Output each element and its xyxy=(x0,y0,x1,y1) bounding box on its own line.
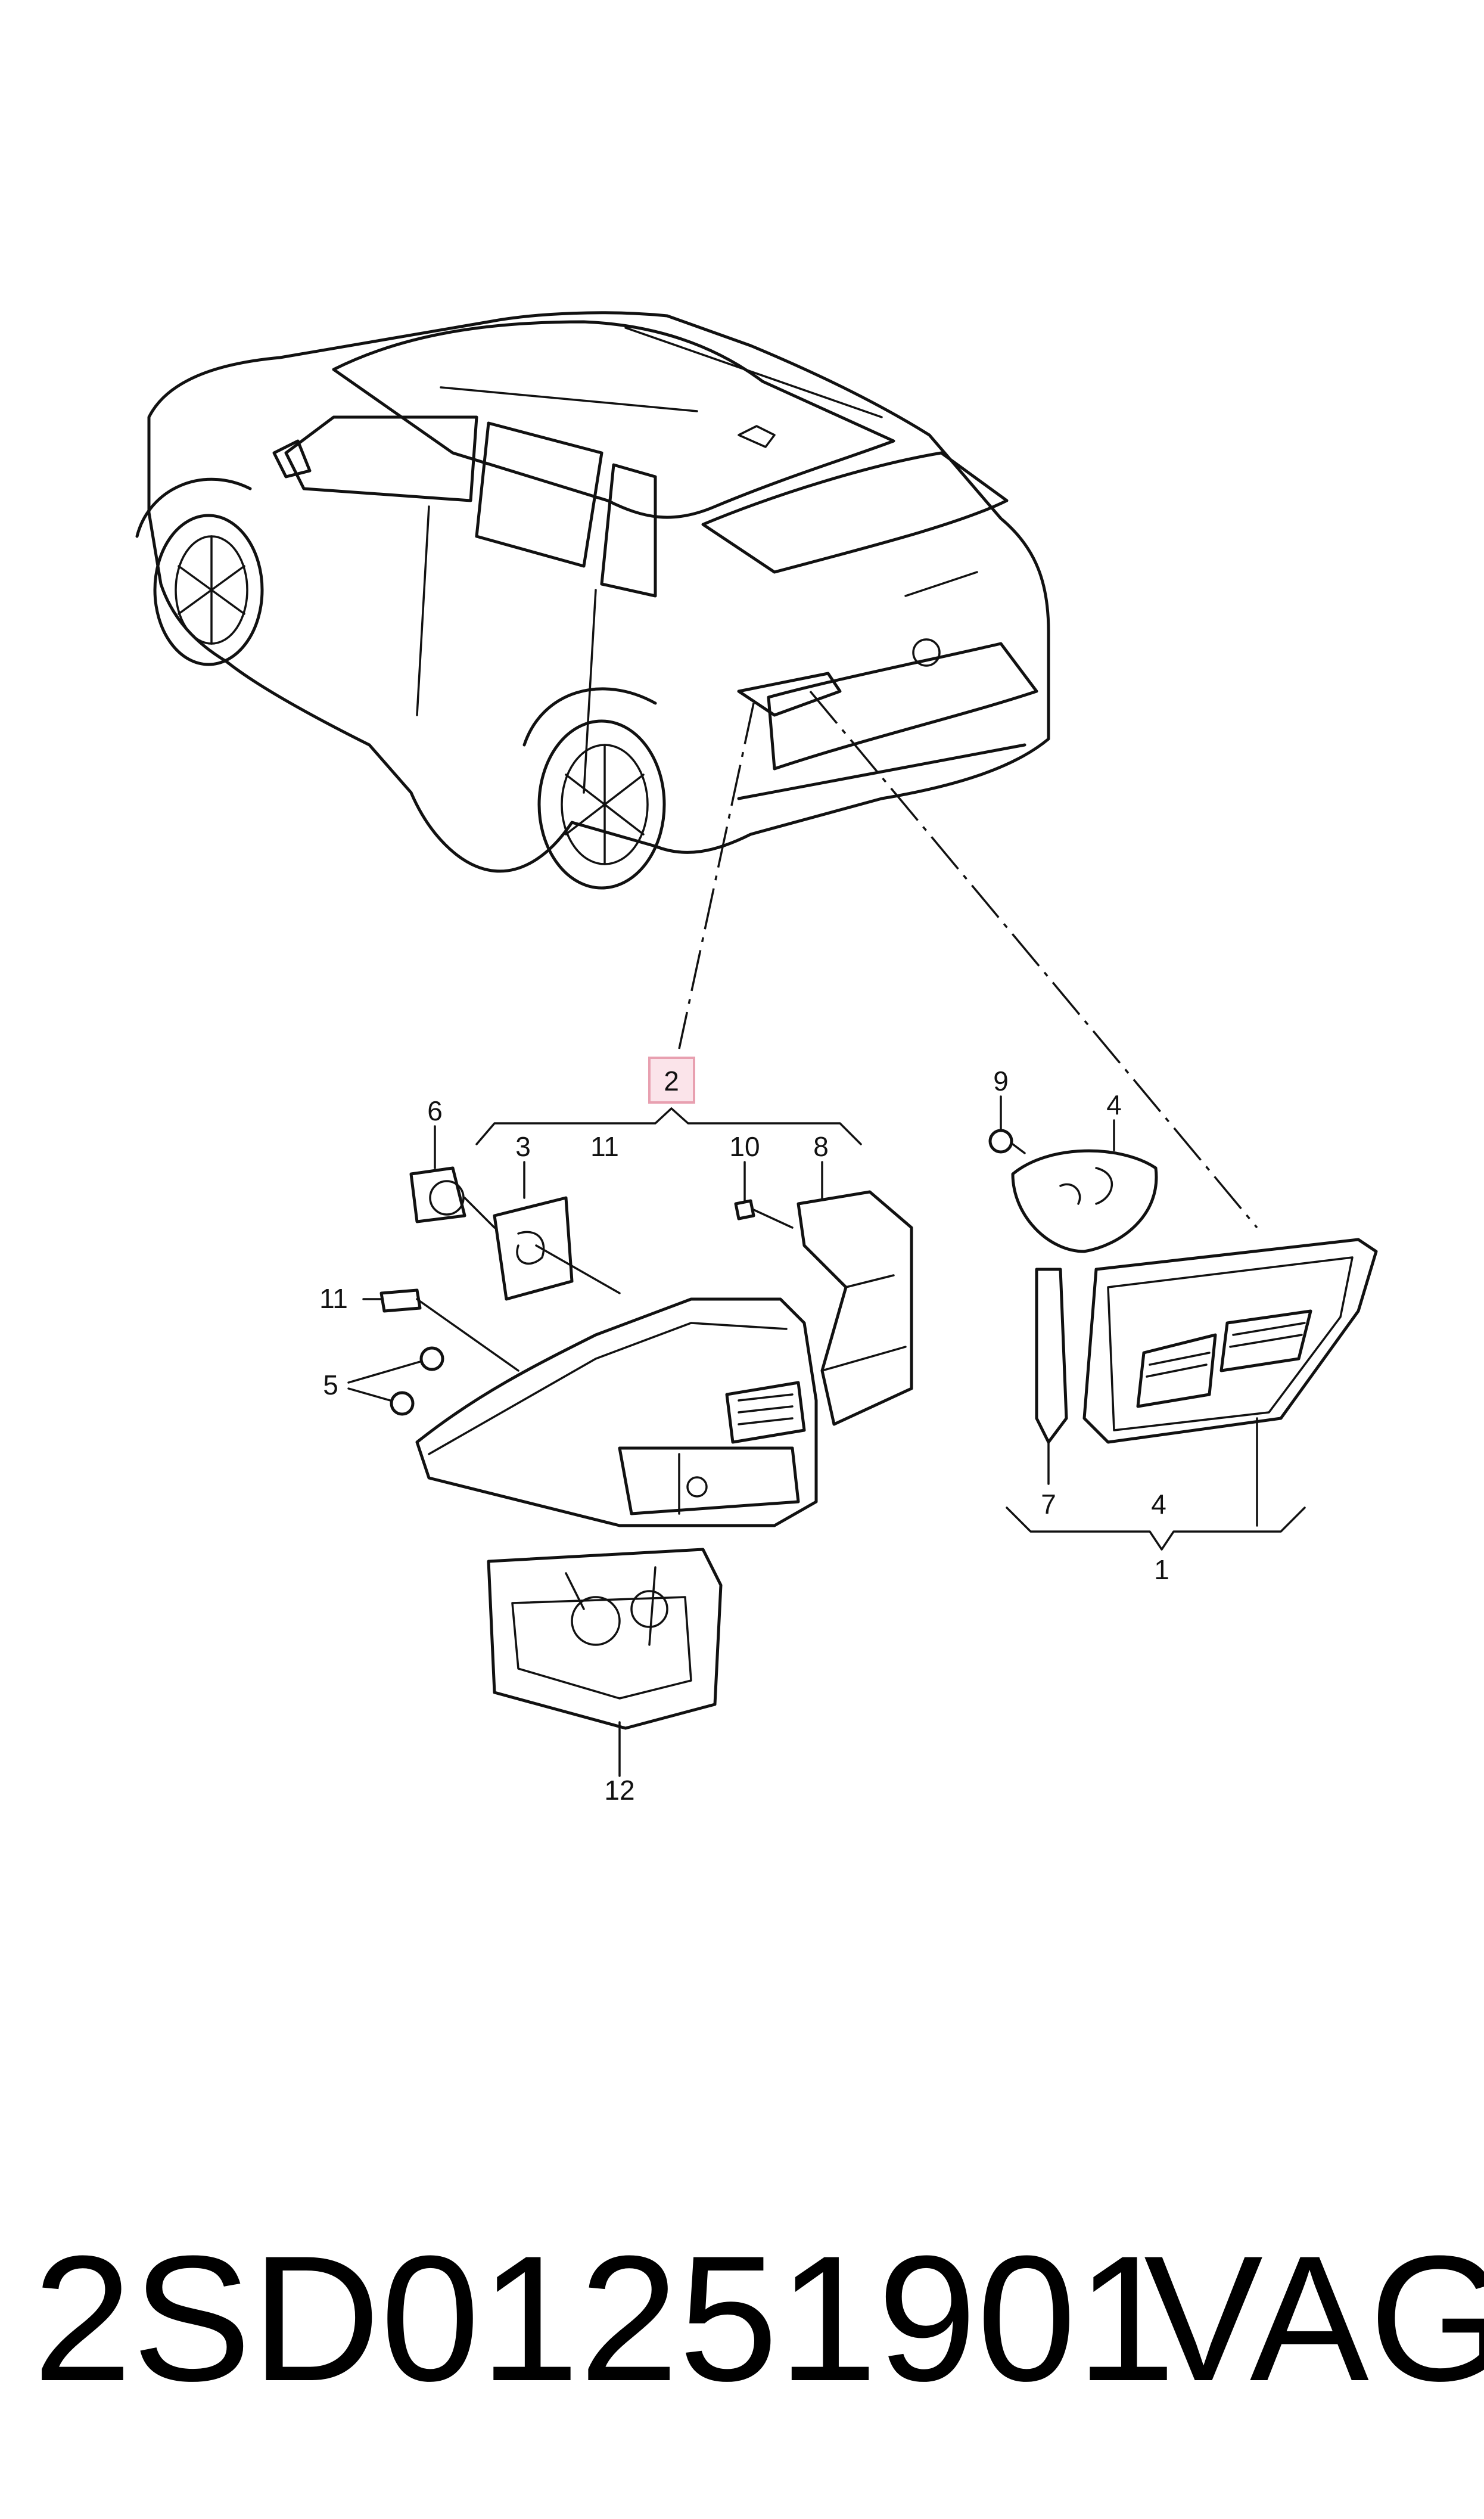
inner-tail-light xyxy=(1082,1238,1378,1527)
brand-label: VAG xyxy=(1144,2218,1484,2418)
assembly-bracket-2 xyxy=(475,1107,862,1145)
part-5-nuts xyxy=(347,1346,444,1416)
part-9-nut xyxy=(988,1095,1026,1154)
part-8-bracket xyxy=(797,1161,913,1426)
outer-tail-light xyxy=(415,1297,818,1527)
part-11-bulb xyxy=(362,1288,519,1372)
callout-4-top[interactable]: 4 xyxy=(1106,1089,1122,1120)
callout-10[interactable]: 10 xyxy=(729,1131,760,1162)
part-7-seal-strip xyxy=(1035,1268,1068,1485)
callout-8[interactable]: 8 xyxy=(813,1131,829,1162)
part-12-bulb-carrier xyxy=(487,1548,723,1777)
callout-7[interactable]: 7 xyxy=(1041,1489,1056,1520)
vehicle-illustration xyxy=(135,311,1050,890)
part-number: 2SD01251901 xyxy=(33,2218,1176,2418)
callout-2-label: 2 xyxy=(664,1066,679,1097)
callout-11-top[interactable]: 11 xyxy=(590,1131,619,1162)
highlight-box xyxy=(648,1057,695,1104)
callout-3[interactable]: 3 xyxy=(515,1131,531,1162)
callout-2-highlighted[interactable]: 2 xyxy=(648,1057,695,1104)
part-10-screw xyxy=(734,1161,794,1229)
part-6-bulb-socket xyxy=(409,1125,496,1229)
callout-6[interactable]: 6 xyxy=(427,1095,443,1126)
parts-diagram: 2 xyxy=(135,311,1378,1806)
leader-line-outer-light xyxy=(678,703,755,1049)
part-3-gasket xyxy=(493,1161,621,1301)
front-wheel xyxy=(135,477,264,666)
callout-5[interactable]: 5 xyxy=(323,1369,338,1400)
callout-12[interactable]: 12 xyxy=(604,1775,634,1806)
rear-wheel xyxy=(522,687,666,890)
callout-11-side[interactable]: 11 xyxy=(319,1283,348,1314)
callout-9[interactable]: 9 xyxy=(993,1066,1009,1097)
leader-line-inner-light xyxy=(809,690,1258,1229)
callout-1[interactable]: 1 xyxy=(1154,1554,1169,1585)
assembly-bracket-1 xyxy=(1006,1507,1306,1551)
callout-4-bottom[interactable]: 4 xyxy=(1151,1489,1166,1520)
part-4-gasket xyxy=(1011,1119,1158,1253)
